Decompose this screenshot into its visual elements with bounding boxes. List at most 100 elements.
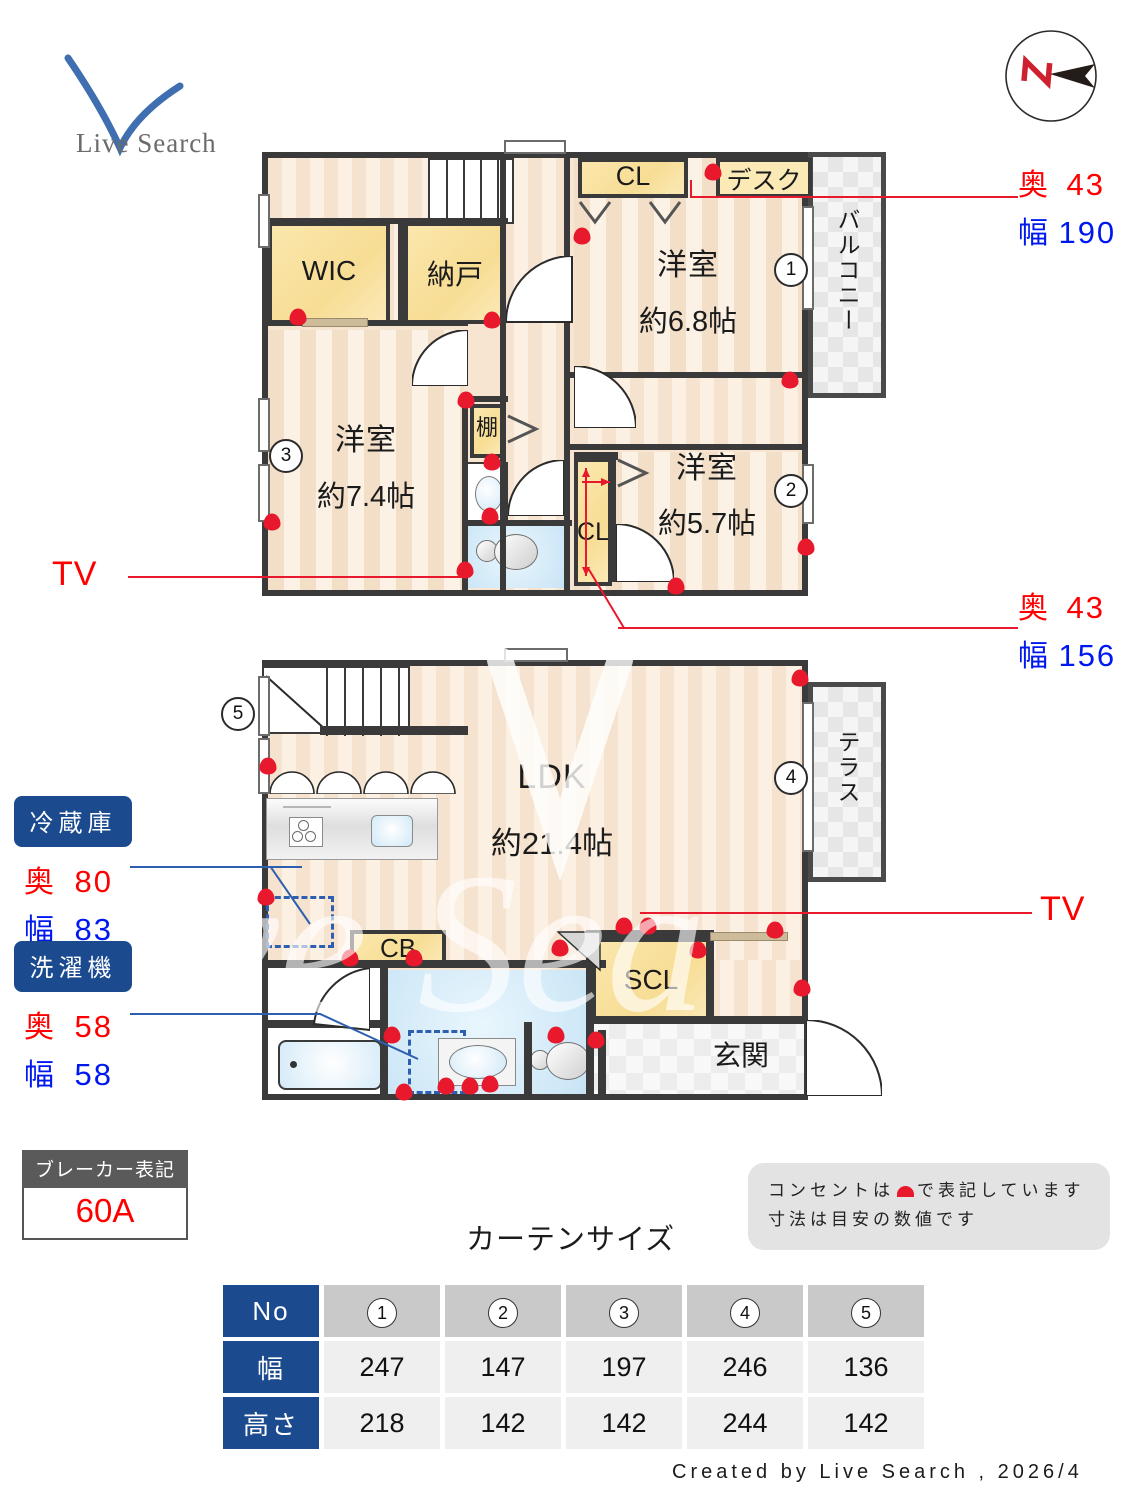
- oku-value: 58: [74, 1009, 113, 1044]
- cl-dimension-arrows: [580, 476, 614, 495]
- window: [258, 194, 270, 248]
- cell-width-2: 147: [445, 1341, 561, 1393]
- partition: [608, 452, 616, 582]
- outlet: [395, 1083, 413, 1101]
- marker-1: 1: [367, 1297, 397, 1328]
- appliance-refrigerator: 冷蔵庫 奥 80 幅 83: [14, 796, 132, 949]
- curtain-size-table: No 1 2 3 4 5 幅 247 147 197 246 136 高さ 21…: [218, 1281, 929, 1453]
- partition: [462, 520, 572, 526]
- cell-no-5: 5: [808, 1285, 924, 1337]
- cell-no-3: 3: [566, 1285, 682, 1337]
- partition: [524, 1022, 532, 1094]
- bedroom-7-4-area: 約7.4帖: [316, 481, 416, 513]
- outlet: [781, 371, 799, 389]
- outlet-symbol-icon: [897, 1186, 914, 1197]
- outlet: [793, 979, 811, 997]
- cell-height-2: 142: [445, 1397, 561, 1449]
- partition: [570, 444, 808, 450]
- curtain-marker-2: 2: [774, 474, 808, 508]
- toilet-lower: [530, 1036, 592, 1088]
- closet-cl-top: [578, 158, 688, 198]
- note-line-1-before: コンセントは: [768, 1181, 894, 1200]
- row-header-no: No: [223, 1285, 319, 1337]
- leader-line-fridge: [130, 866, 302, 868]
- outlet: [639, 917, 657, 935]
- partition: [262, 218, 508, 224]
- bedroom-6-8-name: 洋室: [657, 249, 719, 282]
- haba-label: 幅: [24, 1059, 56, 1092]
- table-row-height: 高さ 218 142 142 244 142: [223, 1397, 924, 1449]
- table-row-width: 幅 247 147 197 246 136: [223, 1341, 924, 1393]
- bedroom-6-8-area: 約6.8帖: [638, 306, 738, 338]
- kitchen-upper-cabinets: [268, 762, 458, 799]
- outlet: [457, 391, 475, 409]
- callout-cl-upper: 奥 43 幅 190: [1018, 160, 1116, 252]
- outlet: [766, 921, 784, 939]
- window: [258, 398, 270, 452]
- hanger-bar: [710, 932, 788, 941]
- outlet: [667, 577, 685, 595]
- haba-label: 幅: [1018, 640, 1050, 673]
- breaker-title: ブレーカー表記: [22, 1150, 188, 1188]
- cell-height-5: 142: [808, 1397, 924, 1449]
- oku-label: 奥: [24, 866, 56, 899]
- closet-open-icon: [648, 200, 682, 231]
- closet-wic: [268, 222, 390, 324]
- outlet: [551, 939, 569, 957]
- outlet: [481, 1075, 499, 1093]
- curtain-marker-3: 3: [269, 439, 303, 473]
- outlet: [797, 538, 815, 556]
- door-swing: [556, 930, 602, 972]
- partition: [598, 1030, 606, 1094]
- partition: [706, 930, 714, 1022]
- closet-open-icon: [578, 200, 612, 231]
- leader-line-fridge-diag: [269, 865, 314, 933]
- vanity-sink: [438, 1038, 516, 1086]
- bedroom-5-7-name: 洋室: [676, 452, 738, 485]
- partition: [570, 372, 808, 378]
- outlet: [257, 888, 275, 906]
- upper-toilet-room: [466, 526, 570, 588]
- partition: [564, 158, 570, 596]
- partition: [262, 960, 606, 968]
- door-swing: [306, 968, 370, 1032]
- leader-line-washer-diag: [317, 1012, 422, 1068]
- partition: [586, 930, 594, 1100]
- partition: [462, 396, 508, 402]
- oku-value: 80: [74, 864, 113, 899]
- cell-no-4: 4: [687, 1285, 803, 1337]
- nando-label: 納戸: [426, 259, 483, 290]
- curtain-marker-1: 1: [774, 253, 808, 287]
- outlet: [405, 949, 423, 967]
- ldk-area: 約21.4帖: [490, 826, 614, 861]
- door-swing: [574, 366, 636, 428]
- closet-open-icon: [616, 458, 650, 493]
- leader-line: [690, 196, 1018, 198]
- table-row-no: No 1 2 3 4 5: [223, 1285, 924, 1337]
- hanger-bar: [302, 318, 368, 327]
- window: [504, 648, 568, 662]
- outlet: [573, 227, 591, 245]
- row-header-width: 幅: [223, 1341, 319, 1393]
- haba-value: 156: [1058, 638, 1117, 673]
- leader-line: [690, 180, 692, 198]
- partition: [592, 930, 714, 938]
- outlet: [587, 1031, 605, 1049]
- partition: [398, 222, 404, 324]
- tv-label-upper: TV: [52, 555, 98, 593]
- tana-label: 棚: [475, 415, 498, 440]
- outlet: [483, 311, 501, 329]
- marker-2: 2: [488, 1297, 518, 1328]
- breaker-box: ブレーカー表記 60A: [22, 1150, 188, 1240]
- window: [258, 676, 270, 736]
- outlet: [461, 1077, 479, 1095]
- genkan-label: 玄関: [712, 1040, 769, 1071]
- oku-value: 43: [1066, 590, 1105, 625]
- breaker-value: 60A: [22, 1188, 188, 1240]
- leader-line: [618, 627, 1018, 629]
- row-header-height: 高さ: [223, 1397, 319, 1449]
- outlet: [259, 757, 277, 775]
- cl-top-label: CL: [615, 161, 651, 191]
- washer-title: 洗濯機: [14, 941, 132, 992]
- marker-5: 5: [851, 1297, 881, 1328]
